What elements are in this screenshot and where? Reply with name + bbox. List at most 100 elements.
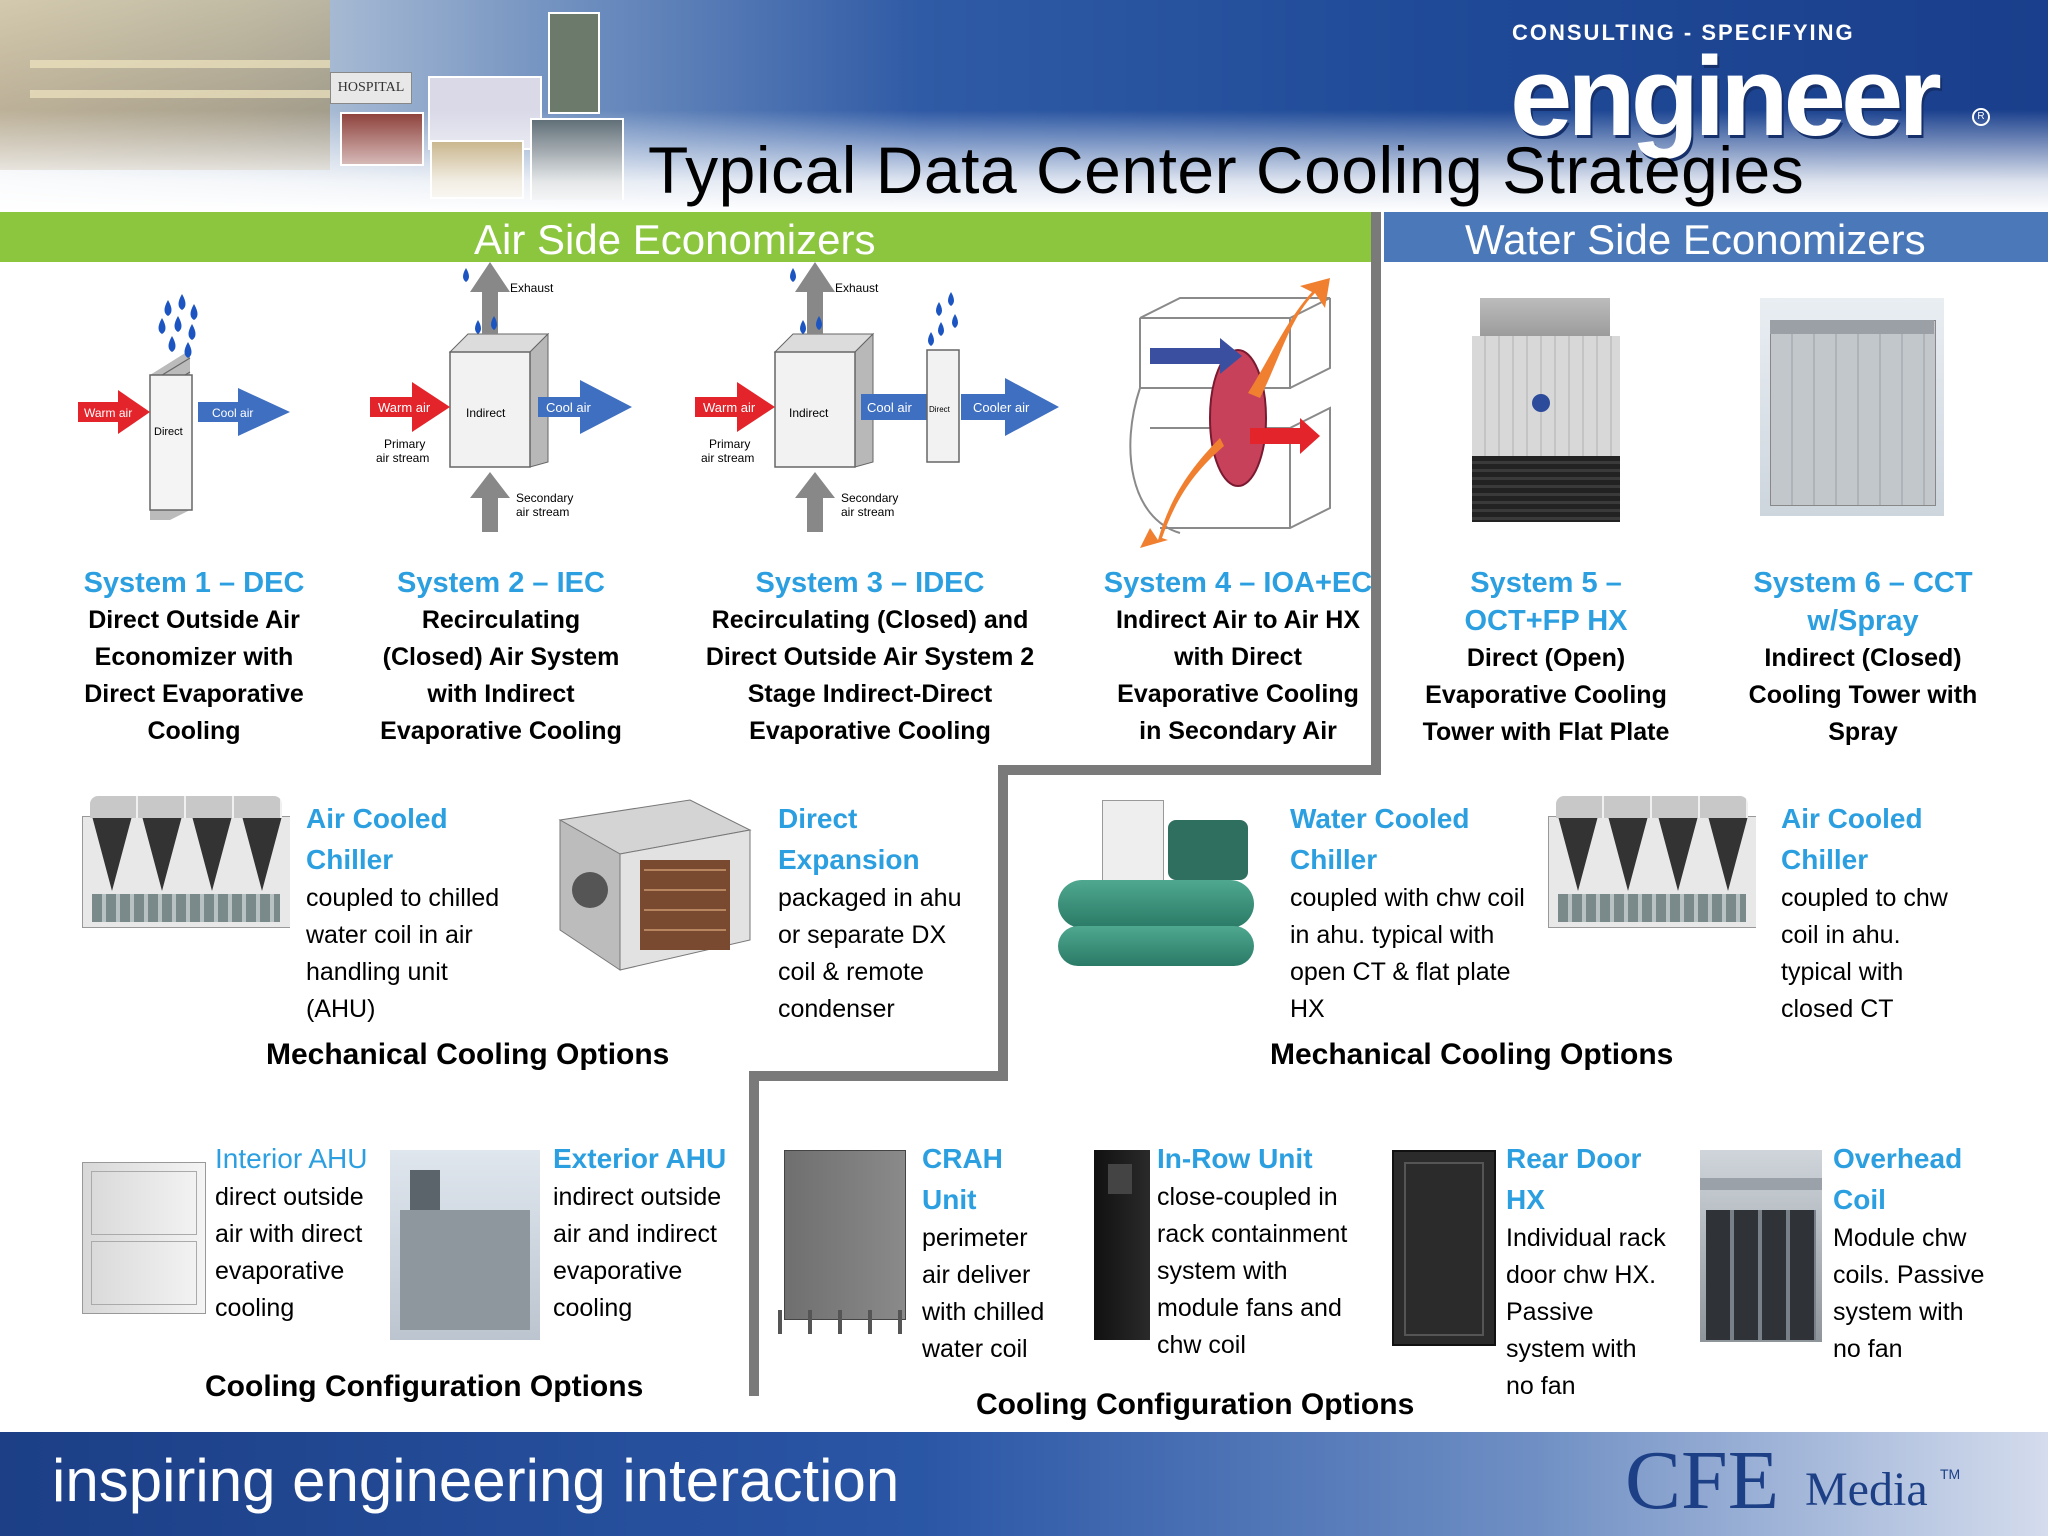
tower-top bbox=[1770, 320, 1934, 334]
system-title: System 1 – DEC bbox=[83, 567, 305, 599]
building-stripe bbox=[30, 60, 330, 68]
exhaust-label: Exhaust bbox=[835, 281, 879, 295]
mechanical-option-description: typical with bbox=[1781, 958, 1904, 986]
cool-air-arrow bbox=[198, 388, 290, 436]
configuration-option-description: evaporative bbox=[553, 1257, 683, 1285]
mechanical-option-description: coupled to chilled bbox=[306, 884, 500, 912]
configuration-option-description: perimeter bbox=[922, 1224, 1028, 1252]
exhaust-arrow bbox=[795, 262, 835, 334]
configuration-option-title: CRAH bbox=[922, 1143, 1003, 1174]
direct-label: Direct bbox=[154, 426, 183, 438]
warm-air-arrow bbox=[370, 382, 450, 432]
configuration-option-title: HX bbox=[1506, 1184, 1545, 1215]
system-3-diagram: Indirect Warm air Cool air Direct Cooler… bbox=[695, 262, 1059, 532]
cooling-config-label-air: Cooling Configuration Options bbox=[205, 1370, 644, 1403]
mechanical-option-description: coupled with chw coil bbox=[1290, 884, 1525, 912]
system-description: Cooling bbox=[147, 717, 241, 745]
configuration-option-description: close-coupled in bbox=[1157, 1183, 1338, 1211]
overhead-coil bbox=[1700, 1178, 1822, 1190]
configuration-option-description: air and indirect bbox=[553, 1220, 717, 1248]
system-description: with Indirect bbox=[427, 680, 575, 708]
system-description: (Closed) Air System bbox=[382, 643, 620, 671]
fan-stack bbox=[1556, 796, 1748, 818]
cfe-logo: CFE bbox=[1625, 1434, 1780, 1527]
configuration-option-description: system with bbox=[1833, 1298, 1964, 1326]
cfe-logo-media: Media bbox=[1805, 1463, 1928, 1516]
mechanical-option-description: packaged in ahu bbox=[778, 884, 962, 912]
ahu-panel bbox=[91, 1241, 197, 1305]
heat-wheel bbox=[1209, 349, 1267, 487]
mechanical-option-description: coupled to chw bbox=[1781, 884, 1948, 912]
configuration-option-description: no fan bbox=[1833, 1335, 1903, 1363]
mechanical-option-description: in ahu. typical with bbox=[1290, 921, 1495, 949]
air-cooled-chiller-image bbox=[82, 796, 290, 956]
system-title: System 3 – IDEC bbox=[755, 567, 985, 599]
configuration-option-description: system with bbox=[1506, 1335, 1637, 1363]
intake-air-arrow bbox=[1140, 438, 1224, 548]
configuration-option-title: Exterior AHU bbox=[553, 1143, 727, 1174]
trademark-mark: TM bbox=[1940, 1466, 1961, 1482]
indirect-block bbox=[774, 351, 856, 468]
secondary-label: air stream bbox=[516, 505, 569, 519]
cooler-air-arrow bbox=[961, 378, 1059, 436]
hospital-sign: HOSPITAL bbox=[330, 72, 412, 104]
configuration-option-title: Rear Door bbox=[1506, 1143, 1642, 1174]
registered-mark-icon: R bbox=[1972, 108, 1990, 126]
system-description: Direct (Open) bbox=[1466, 644, 1626, 672]
system-description: Evaporative Cooling bbox=[1425, 681, 1667, 709]
configuration-option-description: cooling bbox=[553, 1294, 633, 1322]
system-title: System 6 – CCT bbox=[1753, 567, 1973, 599]
magazine-tagline: CONSULTING - SPECIFYING bbox=[1512, 20, 1855, 45]
configuration-option-description: direct outside bbox=[215, 1183, 364, 1211]
mechanical-option-title: Air Cooled bbox=[1781, 803, 1923, 834]
warm-air-label: Warm air bbox=[703, 400, 756, 415]
water-drops-icon bbox=[790, 268, 958, 346]
system-title: System 4 – IOA+EC bbox=[1103, 567, 1373, 599]
configuration-option-description: Passive bbox=[1506, 1298, 1594, 1326]
chiller-coils-icon bbox=[92, 816, 282, 891]
water-drops-icon bbox=[463, 268, 497, 334]
configuration-option-title: Unit bbox=[922, 1184, 977, 1215]
tower-fan-deck bbox=[1480, 298, 1610, 336]
water-cooled-chiller-image bbox=[1048, 800, 1264, 980]
cooler-air-label: Cooler air bbox=[973, 400, 1030, 415]
tower-louvers bbox=[1472, 456, 1620, 522]
system-description: Tower with Flat Plate bbox=[1422, 718, 1670, 746]
configuration-option-description: air with direct bbox=[215, 1220, 363, 1248]
crah-stand bbox=[778, 1310, 910, 1334]
footer-tagline: inspiring engineering interaction bbox=[52, 1447, 900, 1514]
system-1-diagram: Warm air Cool air Direct bbox=[78, 294, 290, 520]
mechanical-option-title: Water Cooled bbox=[1290, 803, 1470, 834]
mechanical-option-title: Direct bbox=[778, 803, 858, 834]
cooling-config-label-water: Cooling Configuration Options bbox=[976, 1388, 1415, 1421]
mechanical-option-title: Chiller bbox=[1781, 844, 1869, 875]
closed-cooling-tower-image bbox=[1760, 298, 1944, 516]
secondary-label: Secondary bbox=[516, 491, 573, 505]
configuration-option-description: cooling bbox=[215, 1294, 295, 1322]
configuration-option-title: Coil bbox=[1833, 1184, 1886, 1215]
cool-air-label: Cool air bbox=[867, 400, 912, 415]
system-title: w/Spray bbox=[1807, 605, 1919, 637]
water-drops-icon bbox=[158, 294, 198, 358]
compressor bbox=[1168, 820, 1248, 880]
configuration-option-description: water coil bbox=[922, 1335, 1028, 1363]
primary-label: air stream bbox=[376, 451, 429, 465]
system-description: Evaporative Cooling bbox=[1117, 680, 1359, 708]
air-side-label: Air Side Economizers bbox=[474, 216, 876, 263]
direct-block bbox=[926, 349, 960, 463]
header-banner: HOSPITAL CONSULTING - SPECIFYING enginee… bbox=[0, 0, 2048, 212]
mechanical-option-title: Chiller bbox=[1290, 844, 1378, 875]
configuration-option-description: with chilled bbox=[922, 1298, 1045, 1326]
mechanical-option-description: handling unit bbox=[306, 958, 448, 986]
exhaust-label: Exhaust bbox=[510, 281, 554, 295]
warm-air-arrow bbox=[695, 382, 775, 432]
evaporator-shell bbox=[1058, 880, 1254, 928]
